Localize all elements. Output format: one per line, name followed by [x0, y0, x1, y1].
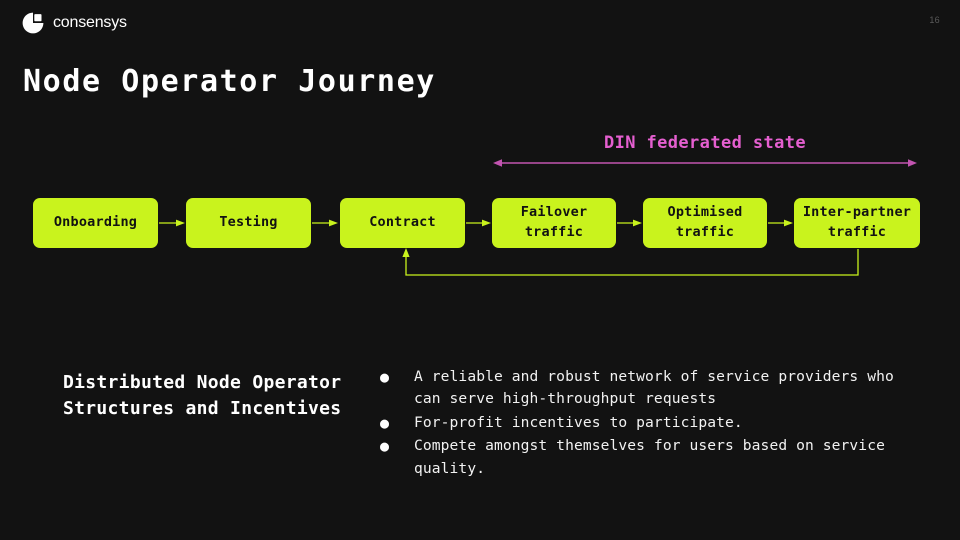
list-item: ● For-profit incentives to participate. — [376, 412, 916, 434]
bullet-list: ● A reliable and robust network of servi… — [376, 366, 916, 481]
flow-node-label: Contract — [369, 214, 436, 231]
consensys-circle-mark-icon — [22, 12, 44, 34]
flow-node-label: Optimised traffic — [667, 204, 743, 240]
bullet-dot-icon: ● — [380, 368, 390, 386]
flow-node-label: Onboarding — [53, 214, 138, 231]
list-item-text: Compete amongst themselves for users bas… — [414, 437, 885, 477]
list-item: ● A reliable and robust network of servi… — [376, 366, 916, 411]
list-item-text: A reliable and robust network of service… — [414, 368, 894, 408]
flow-node-optimised[interactable]: Optimised traffic — [643, 198, 767, 248]
flow-node-testing[interactable]: Testing — [186, 198, 311, 248]
section-heading: Distributed Node Operator Structures and… — [63, 372, 342, 420]
bullet-dot-icon: ● — [380, 437, 390, 456]
brand-logo: consensys — [22, 12, 127, 34]
flow-node-inter-partner[interactable]: Inter-partner traffic — [794, 198, 920, 248]
brand-logo-text: consensys — [53, 14, 127, 31]
page-number: 16 — [929, 15, 940, 25]
flow-node-failover[interactable]: Failover traffic — [492, 198, 616, 248]
list-item: ● Compete amongst themselves for users b… — [376, 435, 916, 480]
list-item-text: For-profit incentives to participate. — [414, 413, 743, 431]
double-headed-arrow-icon — [493, 159, 917, 167]
flow-node-onboarding[interactable]: Onboarding — [33, 198, 158, 248]
flow-node-contract[interactable]: Contract — [340, 198, 465, 248]
page-title: Node Operator Journey — [23, 64, 436, 99]
bullet-dot-icon: ● — [380, 413, 390, 432]
flow-node-label: Inter-partner traffic — [802, 204, 912, 240]
flow-node-label: Testing — [219, 214, 278, 231]
din-federated-state-label: DIN federated state — [603, 133, 807, 153]
flow-node-label: Failover traffic — [520, 204, 588, 240]
